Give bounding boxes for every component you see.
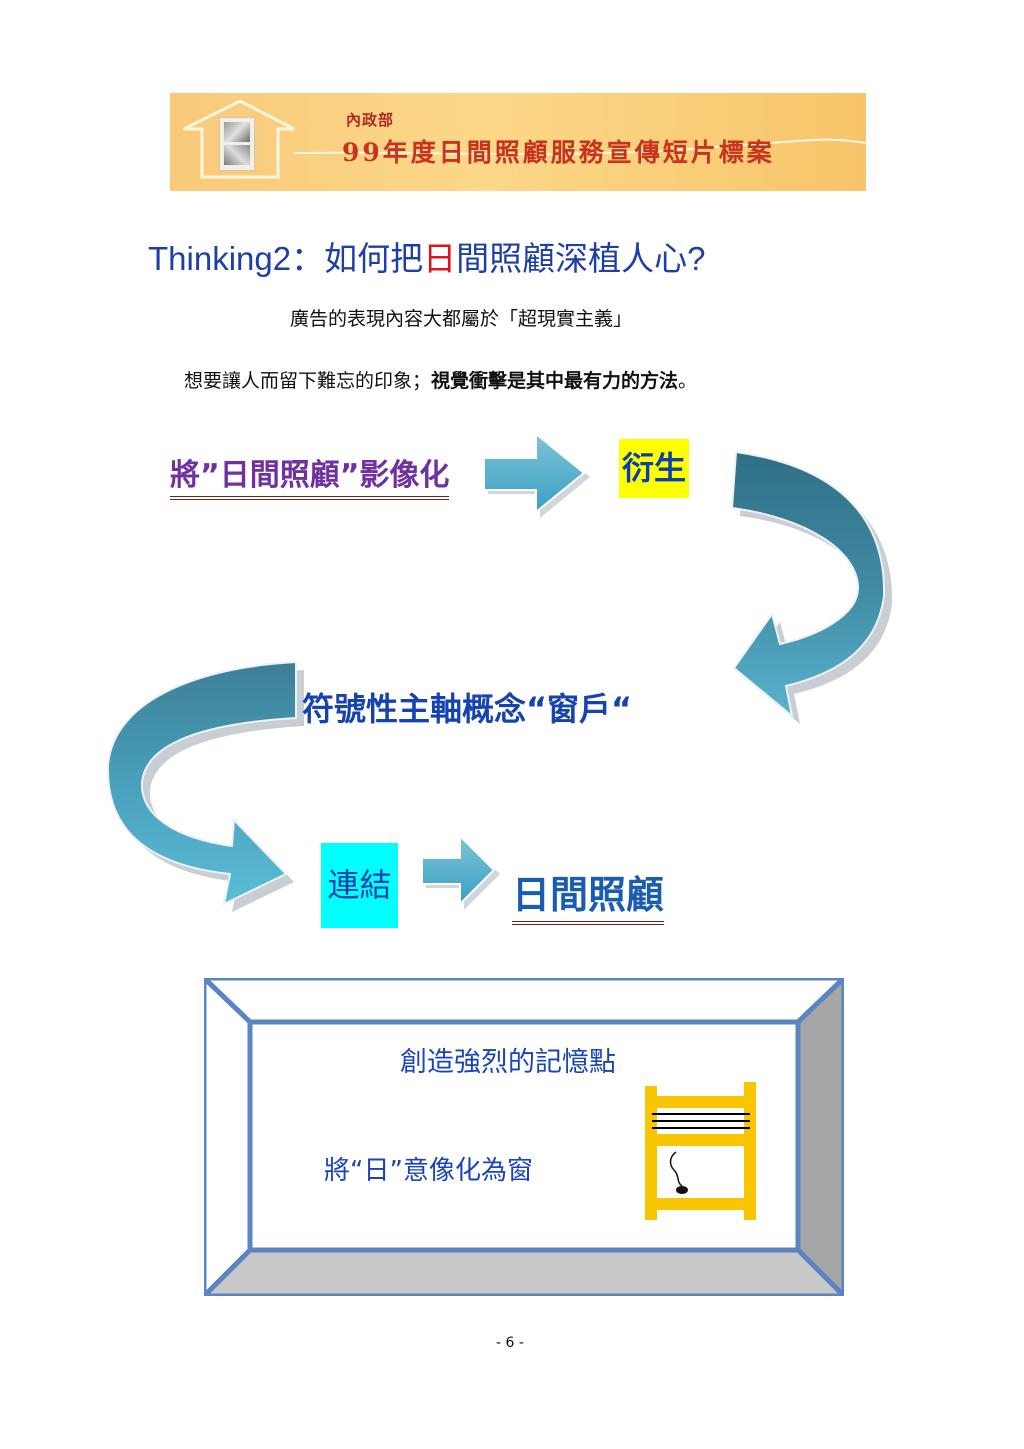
label-visualize: 將”日間照顧”影像化: [170, 450, 449, 500]
curved-arrow-down-left-icon: [732, 452, 892, 724]
curved-arrow-down-right-icon: [108, 662, 304, 912]
label-derive: 衍生: [619, 439, 689, 498]
label-daycare: 日間照顧: [512, 864, 664, 925]
box-title: 創造強烈的記憶點: [400, 1040, 616, 1079]
label-concept: 符號性主軸概念“窗戶“: [302, 684, 632, 730]
page-number: - 6 -: [496, 1335, 524, 1351]
arrow-right-icon: [484, 434, 590, 518]
label-connect: 連結: [321, 843, 398, 928]
box-text: 將“日”意像化為窗: [324, 1150, 533, 1187]
arrow-right-icon: [422, 836, 500, 910]
window-icon: [640, 1080, 770, 1222]
